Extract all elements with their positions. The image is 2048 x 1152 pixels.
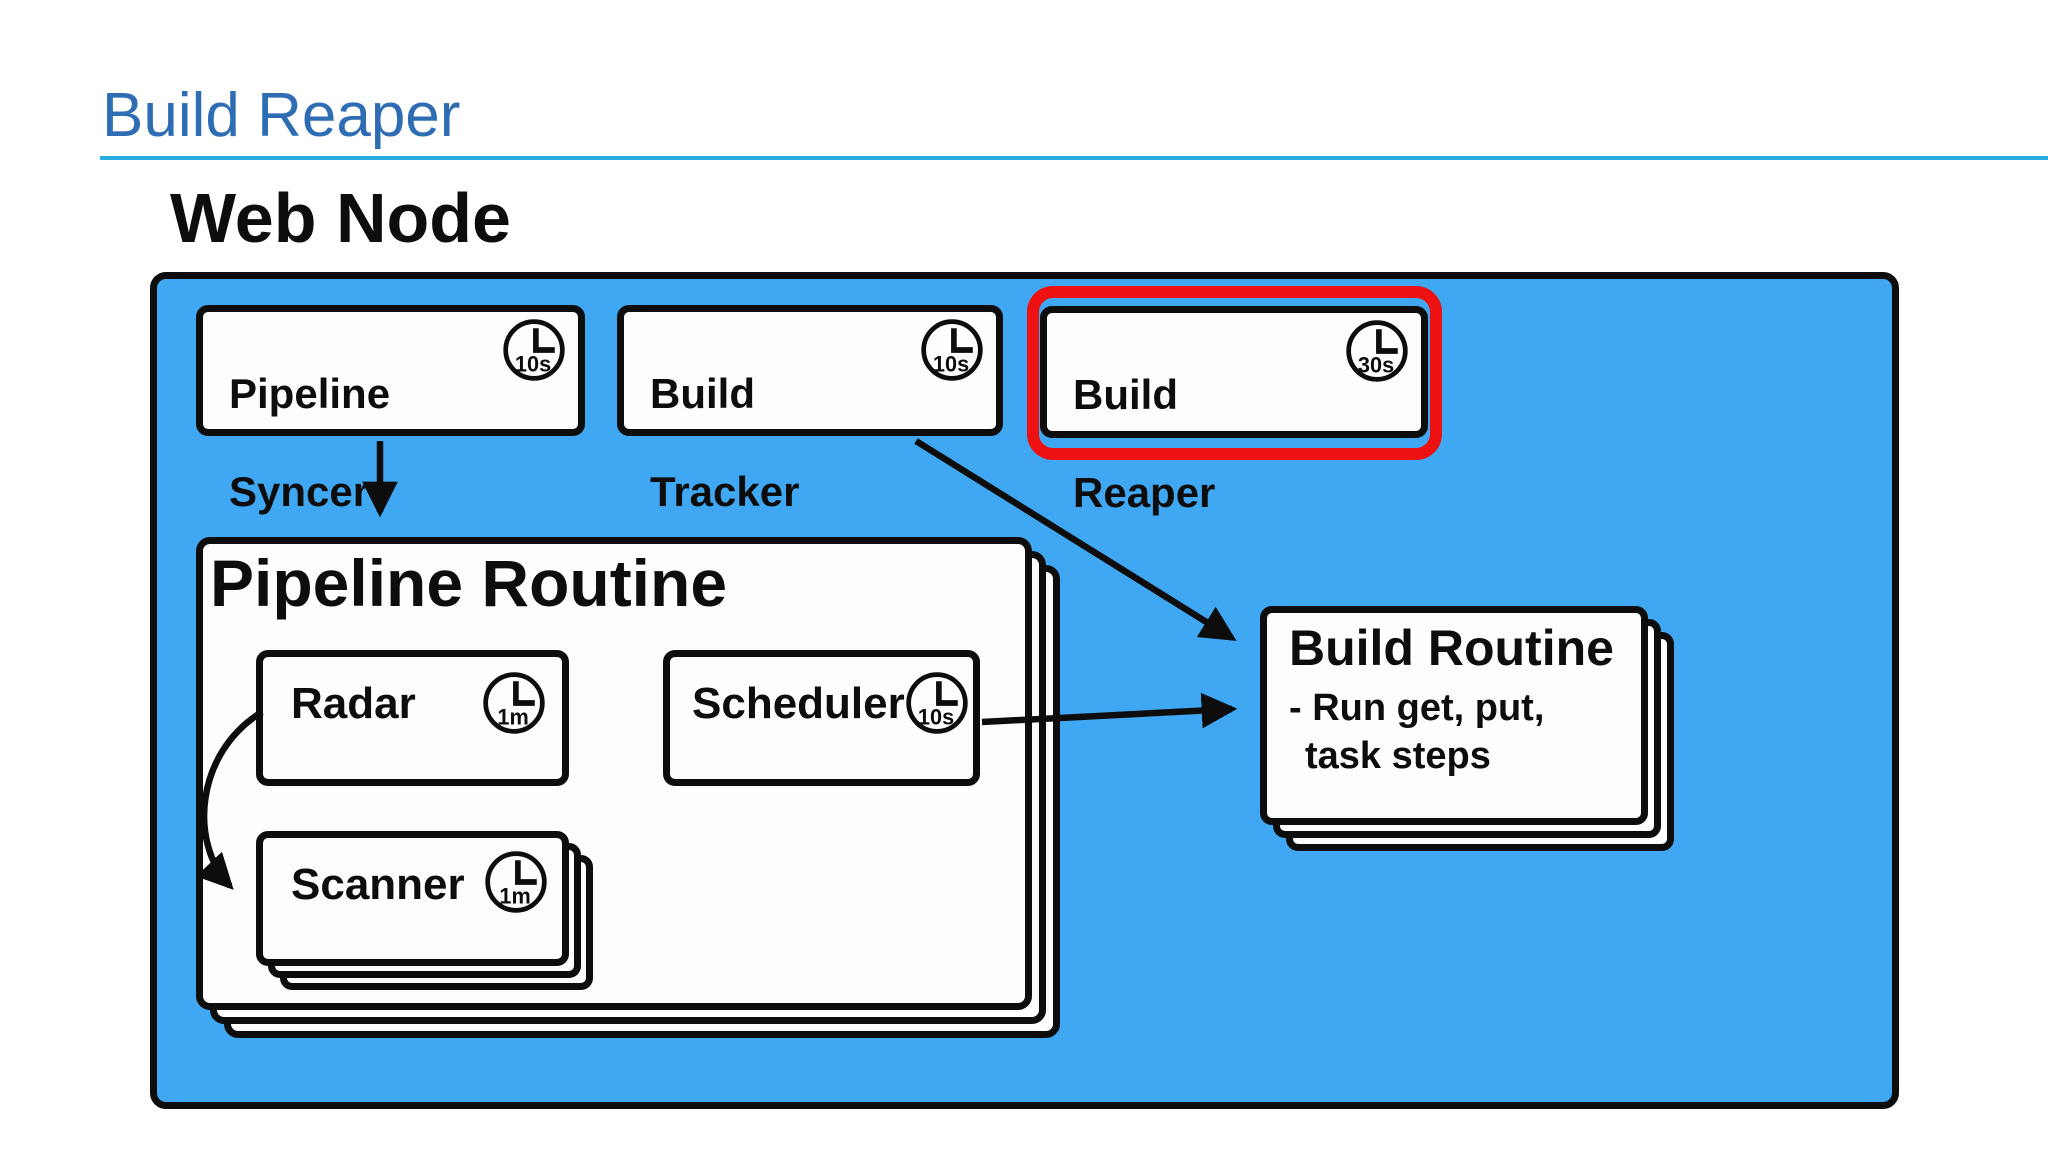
clock-interval: 1m: [499, 884, 530, 909]
build-reaper-label-line2: Reaper: [1073, 469, 1216, 517]
pipeline-syncer-label-line2: Syncer: [229, 468, 370, 516]
scanner-label: Scanner: [291, 860, 465, 909]
pipeline-routine-title: Pipeline Routine: [210, 546, 728, 620]
build-tracker-label-line2: Tracker: [650, 468, 800, 516]
build-tracker-label-line1: Build: [650, 370, 755, 418]
scanner-node: Scanner 1m: [256, 831, 569, 966]
clock-icon: 10s: [906, 672, 968, 734]
build-tracker-node: Build Tracker 10s: [617, 305, 1003, 515]
web-node-heading: Web Node: [170, 179, 511, 257]
clock-interval: 10s: [918, 705, 954, 730]
clock-interval: 10s: [933, 352, 969, 377]
radar-node: Radar 1m: [256, 650, 569, 786]
build-routine-body-line2: task steps: [1305, 734, 1491, 777]
clock-interval: 10s: [515, 352, 551, 377]
scheduler-node: Scheduler 10s: [663, 650, 980, 786]
build-routine-body-line1: - Run get, put,: [1289, 687, 1545, 729]
clock-icon: 10s: [503, 319, 565, 381]
clock-interval: 1m: [497, 705, 528, 730]
radar-label: Radar: [291, 679, 416, 728]
pipeline-syncer-node: Pipeline Syncer 10s: [196, 305, 585, 515]
pipeline-syncer-label-line1: Pipeline: [229, 370, 391, 418]
build-reaper-label-line1: Build: [1073, 371, 1178, 419]
title-underline: [100, 156, 2048, 160]
clock-icon: 10s: [921, 319, 983, 381]
clock-icon: 1m: [483, 672, 545, 734]
clock-icon: 1m: [485, 851, 547, 913]
scheduler-label: Scheduler: [692, 679, 905, 728]
clock-interval: 30s: [1358, 353, 1394, 378]
clock-icon: 30s: [1346, 320, 1408, 382]
build-routine-card: Build Routine - Run get, put, task steps: [1260, 606, 1648, 825]
page-title: Build Reaper: [102, 81, 461, 150]
build-routine-title: Build Routine: [1289, 620, 1614, 676]
build-routine-body: - Run get, put, task steps: [1289, 685, 1544, 780]
build-reaper-node: Build Reaper 30s: [1040, 306, 1428, 516]
